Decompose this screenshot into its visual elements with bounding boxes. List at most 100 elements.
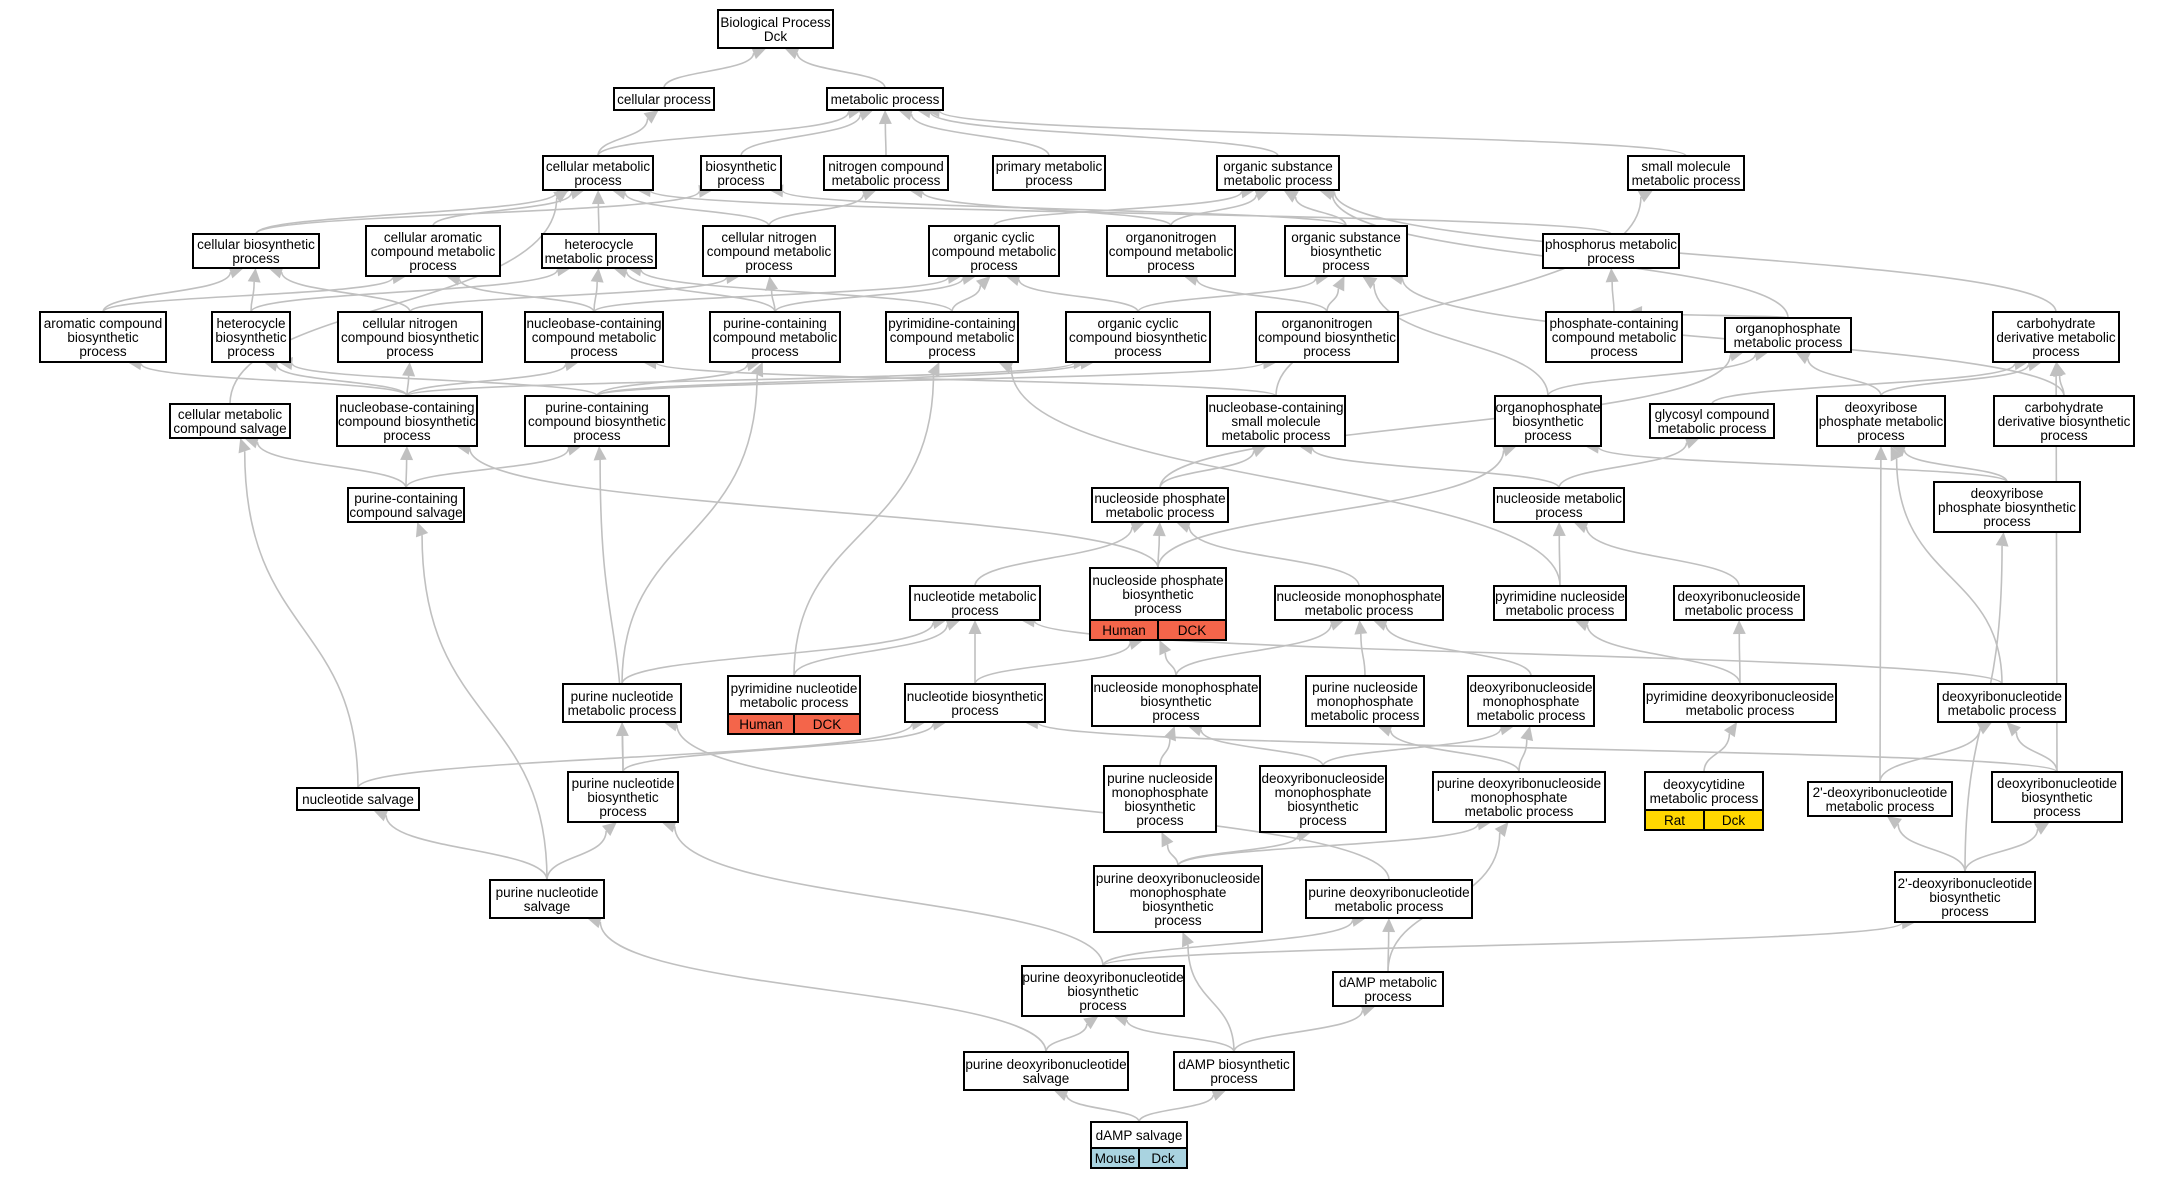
go-term-node[interactable]: deoxyribonucleosidemonophosphatemetaboli… [1467,675,1595,727]
node-label-line: cellular aromatic [384,230,483,245]
node-box [1991,771,2123,823]
node-label-line: process [2032,344,2080,359]
node-box [524,395,670,447]
node-label-line: metabolic process [1734,335,1843,350]
go-term-node[interactable]: 2'-deoxyribonucleotidebiosyntheticproces… [1894,871,2036,923]
node-label-line: metabolic process [1632,173,1741,188]
go-term-node[interactable]: purine deoxyribonucleosidemonophosphatem… [1432,771,1606,823]
node-label-line: deoxyribonucleotide [1997,776,2117,791]
edge-line [1389,730,1520,773]
go-term-node[interactable]: metabolic process [826,87,944,111]
node-box [1894,871,2036,923]
node-label-line: cellular nitrogen [362,316,457,331]
node-label-line: process [2040,428,2088,443]
node-label-line: heterocycle [216,316,285,331]
go-term-node[interactable]: nucleotide salvage [296,787,420,811]
go-term-node[interactable]: purine nucleosidemonophosphatebiosynthet… [1103,765,1217,833]
edge-arrowhead [1520,726,1534,742]
go-term-node[interactable]: cellular process [613,87,715,111]
go-term-node[interactable]: deoxyribonucleosidemonophosphatebiosynth… [1259,765,1387,833]
edge-line [1175,624,1332,677]
node-label-line: biosynthetic [587,790,659,805]
node-label-line: biosynthetic [1122,587,1194,602]
go-term-node[interactable]: purine deoxyribonucleosidemonophosphateb… [1093,865,1263,933]
node-label-line: purine nucleoside [1312,680,1418,695]
node-box [1173,1051,1295,1091]
node-label-line: heterocycle [564,237,633,252]
go-term-node[interactable]: nucleoside monophosphatebiosyntheticproc… [1091,675,1261,727]
edge-arrowhead [1494,822,1509,837]
go-term-node[interactable]: purine nucleosidemonophosphatemetabolic … [1305,675,1425,727]
node-label-line: metabolic process [1506,603,1615,618]
edge-line [1738,633,1741,685]
node-label-line: deoxycytidine [1663,777,1745,792]
node-label-line: process [1147,258,1195,273]
node-label-line: biosynthetic [1124,799,1196,814]
node-label-line: metabolic process [1658,421,1767,436]
edge-arrowhead [1175,520,1192,533]
edge-line [432,192,572,227]
node-label-line: metabolic process [740,695,849,710]
go-term-node[interactable]: nucleoside phosphatebiosyntheticprocessH… [1089,567,1227,641]
go-term-node[interactable]: purine deoxyribonucleotidebiosyntheticpr… [1021,965,1185,1017]
node-label-line: biosynthetic [1512,414,1584,429]
go-term-node[interactable]: pyrimidine deoxyribonucleosidemetabolic … [1643,683,1837,723]
